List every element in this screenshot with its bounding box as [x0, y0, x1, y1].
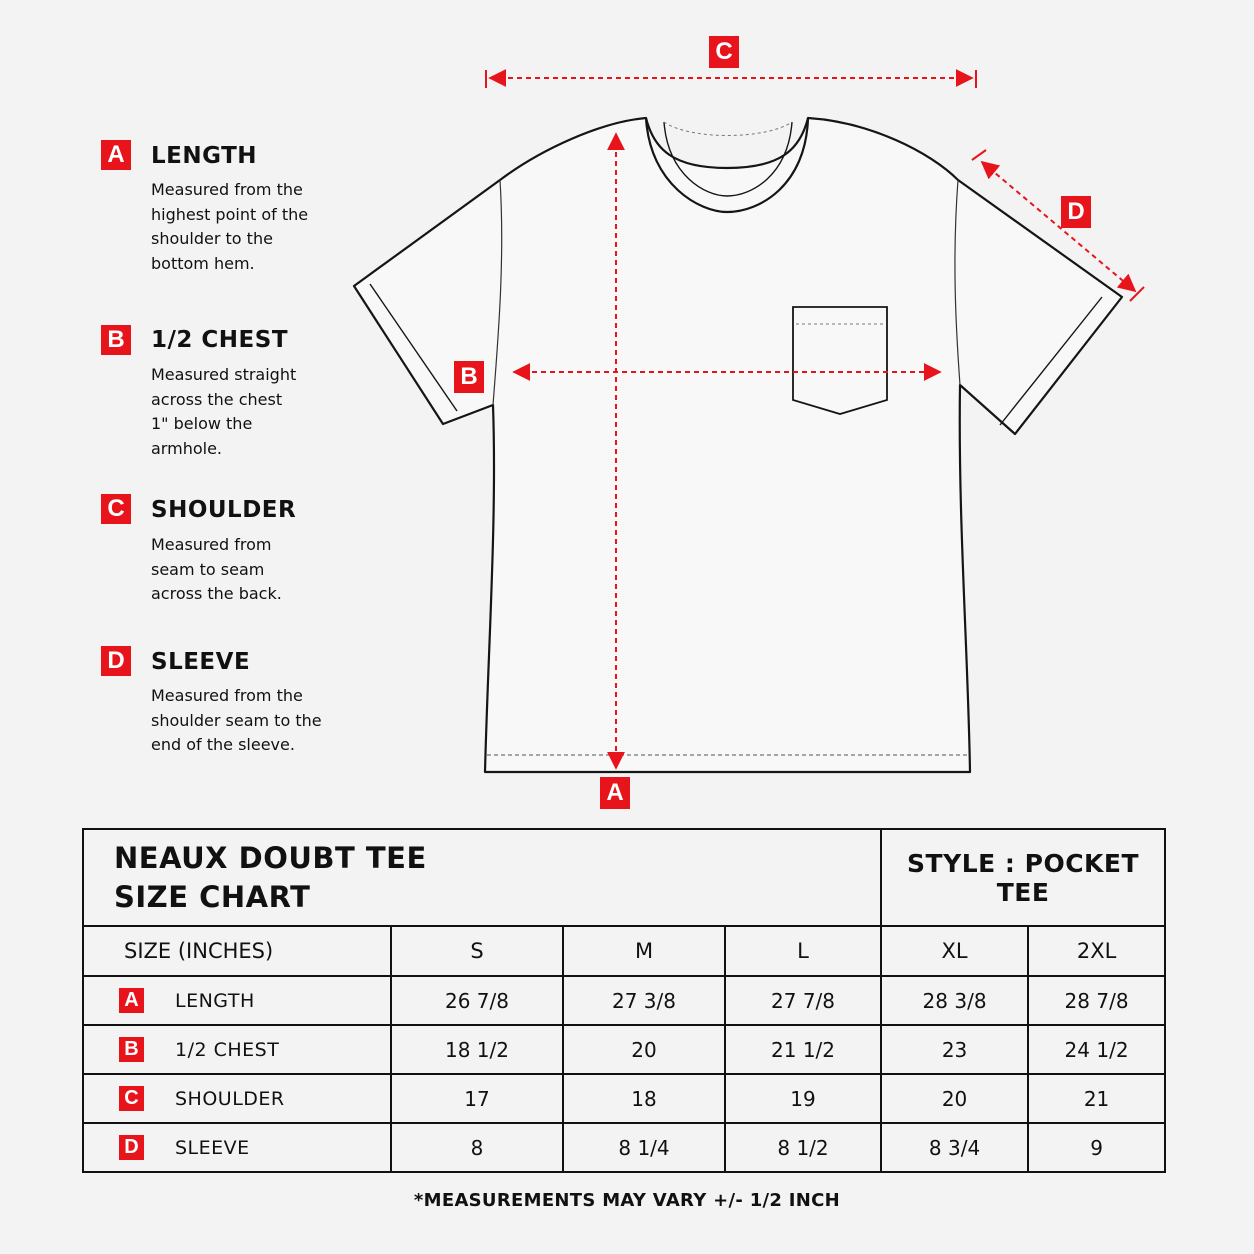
chest-pocket	[792, 306, 888, 415]
table-cell: 20	[880, 1073, 1030, 1124]
legend-desc-chest: Measured straight across the chest 1" be…	[151, 365, 297, 458]
table-cell: 8 1/2	[723, 1122, 883, 1173]
table-cell: 27 7/8	[723, 975, 883, 1026]
collar-inner	[663, 121, 793, 197]
table-cell: 17	[390, 1073, 564, 1124]
size-chart-table: NEAUX DOUBT TEE SIZE CHART STYLE : POCKE…	[81, 828, 1167, 1173]
table-cell: 8	[390, 1122, 564, 1173]
right-sleeve-hem	[999, 296, 1103, 426]
chart-title-line1: NEAUX DOUBT TEE	[114, 840, 427, 875]
legend-title-shoulder: SHOULDER	[151, 497, 297, 523]
size-header: SIZE (INCHES)	[82, 925, 392, 977]
table-header-row: SIZE (INCHES) S M L XL 2XL	[82, 925, 1167, 977]
legend-desc-sleeve: Measured from the shoulder seam to the e…	[151, 686, 322, 755]
table-cell: 24 1/2	[1027, 1024, 1167, 1075]
table-cell: 9	[1027, 1122, 1167, 1173]
col-header-m: M	[562, 925, 726, 977]
sleeve-measure-line	[980, 160, 1137, 293]
row-name-shoulder: SHOULDER	[175, 1087, 285, 1110]
table-row: B 1/2 CHEST 18 1/2 20 21 1/2 23 24 1/2	[82, 1024, 1167, 1075]
table-cell: 28 7/8	[1027, 975, 1167, 1026]
table-cell: 18 1/2	[390, 1024, 564, 1075]
col-header-s: S	[390, 925, 564, 977]
row-badge-a: A	[119, 988, 144, 1013]
left-sleeve-hem	[369, 283, 458, 412]
marker-a: A	[600, 777, 630, 809]
legend-badge-a: A	[101, 140, 131, 170]
table-cell: 26 7/8	[390, 975, 564, 1026]
col-header-xl: XL	[880, 925, 1030, 977]
legend-title-chest: 1/2 CHEST	[151, 327, 289, 353]
style-label: STYLE : POCKET TEE	[880, 828, 1167, 927]
tshirt-diagram	[352, 69, 1145, 774]
table-cell: 28 3/8	[880, 975, 1030, 1026]
tshirt-outline	[352, 116, 1124, 774]
row-badge-d: D	[119, 1135, 144, 1160]
legend-title-length: LENGTH	[151, 143, 258, 169]
table-cell: 20	[562, 1024, 726, 1075]
chart-title-line2: SIZE CHART	[114, 879, 311, 914]
col-header-2xl: 2XL	[1027, 925, 1167, 977]
row-name-chest: 1/2 CHEST	[175, 1038, 280, 1061]
table-cell: 19	[723, 1073, 883, 1124]
table-cell: 27 3/8	[562, 975, 726, 1026]
legend-desc-length: Measured from the highest point of the s…	[151, 180, 309, 273]
marker-b: B	[454, 361, 484, 393]
marker-c: C	[709, 36, 739, 68]
table-cell: 8 1/4	[562, 1122, 726, 1173]
table-cell: 23	[880, 1024, 1030, 1075]
legend-desc-shoulder: Measured from seam to seam across the ba…	[151, 535, 282, 604]
legend-title-sleeve: SLEEVE	[151, 649, 251, 675]
measurement-footnote: *MEASUREMENTS MAY VARY +/- 1/2 INCH	[413, 1190, 841, 1211]
row-name-length: LENGTH	[175, 989, 255, 1012]
table-row: C SHOULDER 17 18 19 20 21	[82, 1073, 1167, 1124]
row-badge-b: B	[119, 1037, 144, 1062]
table-row: D SLEEVE 8 8 1/4 8 1/2 8 3/4 9	[82, 1122, 1167, 1173]
legend-badge-b: B	[101, 325, 131, 355]
legend-badge-c: C	[101, 494, 131, 524]
marker-d: D	[1061, 196, 1091, 228]
row-name-sleeve: SLEEVE	[175, 1136, 250, 1159]
row-badge-c: C	[119, 1086, 144, 1111]
collar-outer	[644, 117, 810, 214]
table-cell: 18	[562, 1073, 726, 1124]
chart-title: NEAUX DOUBT TEE SIZE CHART	[81, 828, 883, 927]
table-cell: 21 1/2	[723, 1024, 883, 1075]
table-cell: 8 3/4	[880, 1122, 1030, 1173]
table-cell: 21	[1027, 1073, 1167, 1124]
table-row: A LENGTH 26 7/8 27 3/8 27 7/8 28 3/8 28 7…	[82, 975, 1167, 1026]
legend-badge-d: D	[101, 646, 131, 676]
col-header-l: L	[723, 925, 883, 977]
